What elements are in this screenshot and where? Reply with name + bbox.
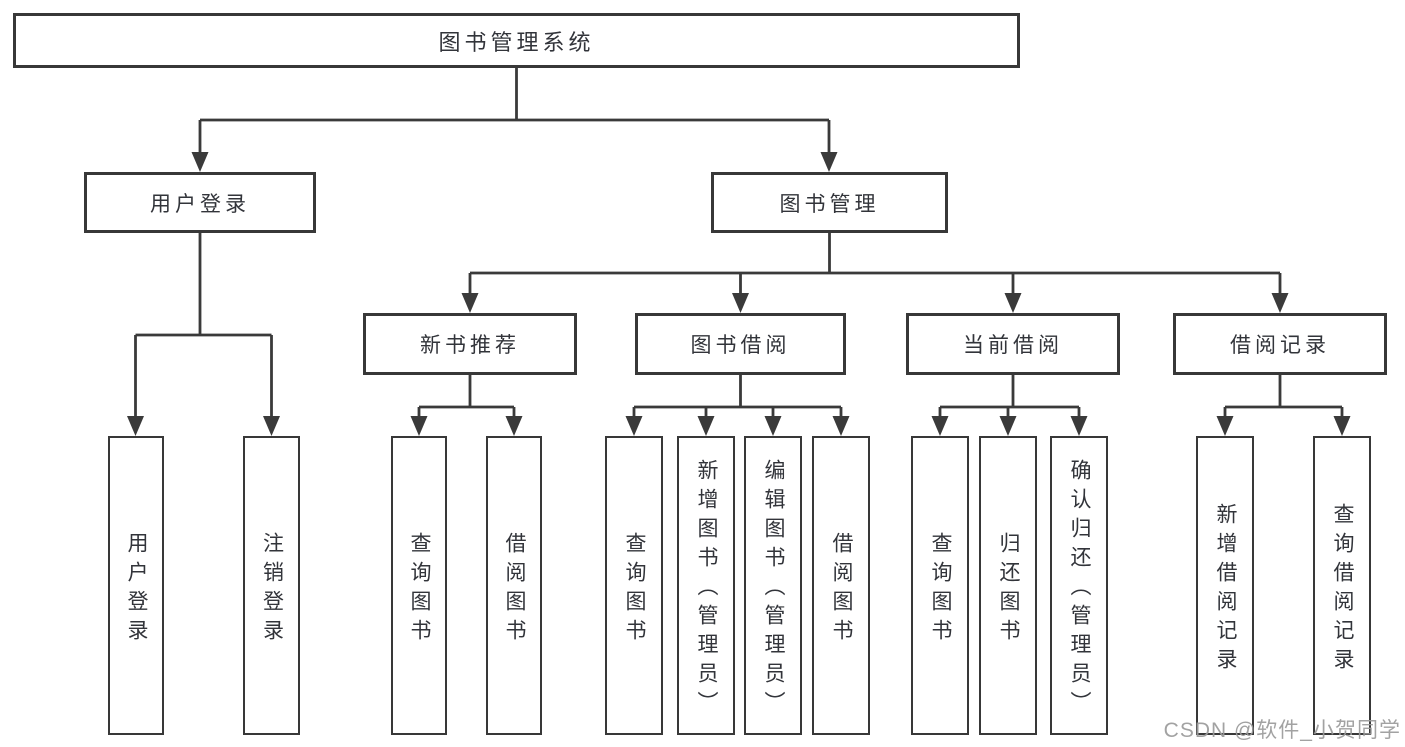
node-user-login-label: 用户登录 <box>150 192 250 216</box>
csdn-watermark: CSDN @软件_小贺同学 <box>1163 719 1401 742</box>
arrowhead-leaf-current-return <box>999 416 1017 436</box>
leaf-recommend-borrow-book: 借阅图书 <box>486 436 542 735</box>
node-current-borrow-label: 当前借阅 <box>963 334 1063 357</box>
arrowhead-book-management <box>820 152 838 172</box>
leaf-logout-label: 注销登录 <box>260 531 284 648</box>
arrowhead-borrow-records <box>1271 293 1289 313</box>
connector-book-borrow-to-leaves <box>632 375 843 419</box>
leaf-record-query-label: 查询借阅记录 <box>1331 502 1354 677</box>
arrowhead-new-book-recommend <box>461 293 479 313</box>
leaf-user-login-label: 用户登录 <box>125 531 148 648</box>
leaf-logout: 注销登录 <box>243 436 300 735</box>
arrowhead-leaf-borrow-borrow <box>832 416 850 436</box>
connector-new-book-recommend-to-leaves <box>417 375 516 419</box>
leaf-current-return-book-label: 归还图书 <box>997 531 1020 648</box>
node-book-management: 图书管理 <box>711 172 948 233</box>
arrowhead-leaf-borrow-add <box>697 416 715 436</box>
leaf-borrow-add-book: 新增图书（管理员） <box>677 436 735 735</box>
leaf-recommend-borrow-book-label: 借阅图书 <box>503 531 526 648</box>
leaf-borrow-edit-book-label: 编辑图书（管理员） <box>762 459 785 720</box>
leaf-borrow-edit-book: 编辑图书（管理员） <box>744 436 802 735</box>
leaf-record-add-label: 新增借阅记录 <box>1214 502 1237 677</box>
connector-user-login-to-leaves <box>134 233 273 419</box>
leaf-borrow-add-book-label: 新增图书（管理员） <box>695 459 718 720</box>
leaf-current-query-book: 查询图书 <box>911 436 969 735</box>
arrowhead-leaf-logout <box>263 416 280 436</box>
leaf-record-add: 新增借阅记录 <box>1196 436 1254 735</box>
leaf-recommend-query-book: 查询图书 <box>391 436 447 735</box>
node-new-book-recommend-label: 新书推荐 <box>420 334 520 357</box>
arrowhead-leaf-record-query <box>1333 416 1351 436</box>
leaf-borrow-borrow-book: 借阅图书 <box>812 436 870 735</box>
leaf-current-confirm-return: 确认归还（管理员） <box>1050 436 1108 735</box>
connector-book-management-to-level3 <box>468 233 1282 298</box>
connector-root-to-level2 <box>198 68 831 156</box>
node-library-system: 图书管理系统 <box>13 13 1020 68</box>
arrowhead-leaf-recommend-borrow <box>505 416 523 436</box>
arrowhead-book-borrow <box>732 293 749 313</box>
node-book-borrow: 图书借阅 <box>635 313 846 375</box>
node-book-borrow-label: 图书借阅 <box>690 334 791 357</box>
node-library-system-label: 图书管理系统 <box>438 29 595 55</box>
leaf-borrow-query-book-label: 查询图书 <box>623 531 646 648</box>
node-borrow-records-label: 借阅记录 <box>1230 334 1330 357</box>
arrowhead-leaf-borrow-edit <box>764 416 782 436</box>
leaf-user-login: 用户登录 <box>108 436 164 735</box>
node-new-book-recommend: 新书推荐 <box>363 313 577 375</box>
arrowhead-leaf-current-confirm <box>1070 416 1088 436</box>
node-borrow-records: 借阅记录 <box>1173 313 1387 375</box>
leaf-recommend-query-book-label: 查询图书 <box>408 531 431 648</box>
arrowhead-user-login <box>191 152 209 172</box>
node-current-borrow: 当前借阅 <box>906 313 1120 375</box>
arrowhead-leaf-record-add <box>1216 416 1234 436</box>
arrowhead-leaf-borrow-query <box>625 416 643 436</box>
node-book-management-label: 图书管理 <box>779 192 880 216</box>
arrowhead-leaf-recommend-query <box>410 416 428 436</box>
leaf-current-confirm-return-label: 确认归还（管理员） <box>1068 459 1091 720</box>
leaf-borrow-borrow-book-label: 借阅图书 <box>830 531 853 648</box>
arrowhead-current-borrow <box>1004 293 1022 313</box>
node-user-login: 用户登录 <box>84 172 316 233</box>
connector-current-borrow-to-leaves <box>938 375 1081 419</box>
leaf-borrow-query-book: 查询图书 <box>605 436 663 735</box>
arrowhead-leaf-current-query <box>931 416 949 436</box>
leaf-record-query: 查询借阅记录 <box>1313 436 1371 735</box>
arrowhead-leaf-user-login <box>127 416 144 436</box>
leaf-current-query-book-label: 查询图书 <box>929 531 952 648</box>
leaf-current-return-book: 归还图书 <box>979 436 1037 735</box>
connector-borrow-records-to-leaves <box>1223 375 1344 419</box>
